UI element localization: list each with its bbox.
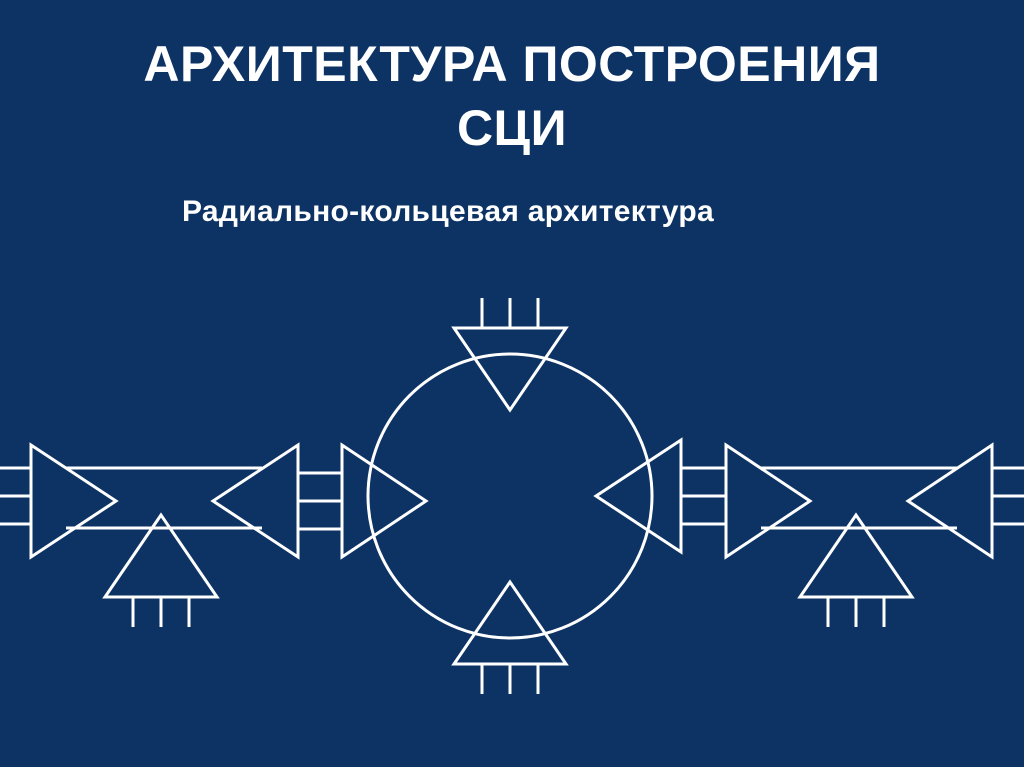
ring-node-right-triangle xyxy=(593,437,683,555)
ring-node-top-triangle xyxy=(451,326,569,413)
ring-node-left xyxy=(298,442,429,560)
ring xyxy=(366,352,654,640)
ring-node-top xyxy=(451,298,569,413)
right-branch-terminal-triangle xyxy=(905,442,994,560)
slide-title-line-2: СЦИ xyxy=(456,100,568,156)
left-branch-repeater-triangle xyxy=(210,442,300,560)
left-branch-terminal-triangle xyxy=(29,442,119,560)
slide-title-line-1: АРХИТЕКТУРА ПОСТРОЕНИЯ xyxy=(143,36,881,92)
slide-title: АРХИТЕКТУРА ПОСТРОЕНИЯ СЦИ xyxy=(0,32,1024,160)
ring-node-right xyxy=(593,437,726,555)
slide-subtitle: Радиально-кольцевая архитектура xyxy=(182,195,714,228)
ring-node-bottom xyxy=(451,579,569,694)
right-radial-branch xyxy=(724,442,1024,627)
ring-node-left-triangle xyxy=(340,442,429,560)
right-branch-repeater-triangle xyxy=(724,442,813,560)
left-radial-branch xyxy=(0,442,300,627)
ring-node-bottom-triangle xyxy=(451,579,569,666)
